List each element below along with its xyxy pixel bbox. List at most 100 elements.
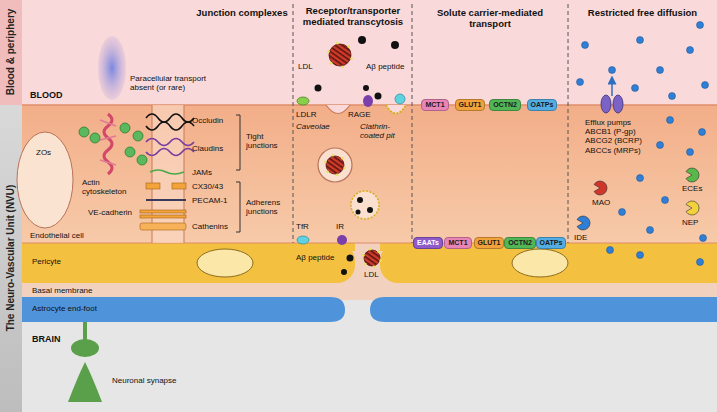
part-label: Astrocyte end-foot bbox=[32, 304, 97, 313]
pericyte-nucleus bbox=[512, 249, 568, 277]
transporter-pill: MCT1 bbox=[421, 99, 448, 111]
solute-dot bbox=[687, 47, 694, 54]
solute-dot bbox=[697, 22, 704, 29]
abeta-dot bbox=[341, 269, 347, 275]
transporter-pill: MCT1 bbox=[444, 237, 471, 249]
apoprotein bbox=[336, 42, 339, 45]
solute-dot bbox=[582, 42, 589, 49]
ve-cadherin bbox=[140, 210, 186, 218]
actin-cytoskeleton bbox=[100, 120, 116, 165]
efflux-arrow bbox=[611, 80, 613, 96]
apoprotein bbox=[348, 46, 351, 49]
solute-dot bbox=[577, 79, 584, 86]
rage bbox=[363, 95, 373, 107]
ldl-core bbox=[364, 250, 380, 266]
endothelial-nucleus bbox=[17, 132, 73, 228]
part-label: JAMs bbox=[192, 168, 212, 177]
transporter-pill: GLUT1 bbox=[455, 99, 486, 111]
tfr bbox=[297, 236, 309, 244]
transporter-name: OCTN2 bbox=[508, 239, 532, 247]
transporter-name: OCTN2 bbox=[493, 101, 517, 109]
solute-dot bbox=[632, 85, 639, 92]
part-label: Occludin bbox=[192, 116, 223, 125]
pecam-1 bbox=[146, 199, 186, 201]
part-label: PECAM-1 bbox=[192, 196, 228, 205]
part-label: Endothelial cell bbox=[30, 231, 84, 240]
ldlr bbox=[297, 97, 309, 105]
transporter-pill: OCTN2 bbox=[489, 99, 521, 111]
region-label: Blood & periphery bbox=[5, 9, 17, 96]
efflux-pump bbox=[613, 95, 623, 113]
apoprotein bbox=[324, 161, 327, 164]
efflux-pump bbox=[601, 95, 611, 113]
abeta-dot bbox=[358, 36, 366, 44]
enzyme bbox=[686, 201, 699, 215]
transporter-pill: OATPs bbox=[536, 237, 567, 249]
synapse-bulb bbox=[71, 339, 99, 357]
part-label: Clathrin-coated pit bbox=[360, 122, 408, 140]
solute-dot bbox=[700, 235, 707, 242]
column-heading: Restricted free diffusion bbox=[570, 8, 715, 19]
apoprotein bbox=[350, 57, 353, 60]
transporter-pill: EAATs bbox=[413, 237, 443, 249]
part-label: Caveolae bbox=[296, 122, 330, 131]
column-heading: Junction complexes bbox=[192, 8, 292, 19]
apoprotein bbox=[369, 248, 372, 251]
claudins bbox=[146, 149, 194, 156]
caveola bbox=[326, 105, 350, 114]
transporter-pill: GLUT1 bbox=[474, 237, 505, 249]
synapse-dendrite bbox=[68, 362, 102, 402]
abeta-dot bbox=[375, 93, 382, 100]
abeta-dot bbox=[363, 85, 369, 91]
paracellular-blob bbox=[98, 36, 126, 100]
astrocyte-endfoot bbox=[22, 297, 345, 322]
side-band bbox=[0, 0, 22, 105]
claudins bbox=[146, 139, 194, 146]
part-label: Adherens junctions bbox=[246, 198, 288, 216]
vesicle bbox=[318, 148, 352, 182]
part-label: IR bbox=[336, 222, 344, 231]
part-label: Claudins bbox=[192, 144, 223, 153]
synapse-stalk bbox=[83, 322, 87, 340]
clathrin-pit bbox=[386, 105, 406, 114]
transporter-name: OATPs bbox=[531, 101, 554, 109]
solute-dot bbox=[667, 117, 674, 124]
part-label: RAGE bbox=[348, 110, 371, 119]
zo-proteins bbox=[79, 123, 147, 165]
occludin bbox=[146, 114, 194, 122]
apoprotein bbox=[331, 154, 334, 157]
transporter-name: MCT1 bbox=[448, 239, 467, 247]
pericyte-left bbox=[8, 243, 355, 283]
solute-dot bbox=[609, 67, 616, 74]
apoprotein bbox=[343, 167, 346, 170]
solute-dot bbox=[657, 67, 664, 74]
solute-dot bbox=[637, 252, 644, 259]
transporter-name: EAATs bbox=[417, 239, 439, 247]
solute-dot bbox=[637, 37, 644, 44]
solute-dot bbox=[702, 82, 709, 89]
apoprotein bbox=[377, 251, 380, 254]
part-label: Tight junctions bbox=[246, 132, 288, 150]
part-label: Efflux pumps ABCB1 (P-gp) ABCG2 (BCRP) A… bbox=[585, 118, 651, 155]
part-label: VE-cadherin bbox=[88, 208, 132, 217]
region-label: The Neuro-Vascular Unit (NVU) bbox=[5, 185, 17, 332]
transporter-pill: OCTN2 bbox=[504, 237, 536, 249]
part-label: Basal membrane bbox=[32, 286, 92, 295]
part-label: Pericyte bbox=[32, 257, 61, 266]
transporter-name: GLUT1 bbox=[478, 239, 501, 247]
solute-dot bbox=[657, 142, 664, 149]
part-label: LDLR bbox=[296, 110, 316, 119]
apoprotein bbox=[336, 173, 339, 176]
abeta-dot bbox=[357, 197, 363, 203]
part-label: LDL bbox=[364, 270, 379, 279]
part-label: BRAIN bbox=[32, 334, 61, 344]
solute-dot bbox=[607, 247, 614, 254]
enzyme bbox=[686, 168, 699, 182]
apoprotein bbox=[373, 265, 376, 268]
ldl-particle bbox=[324, 154, 346, 176]
part-label: Paracellular transport absent (or rare) bbox=[130, 74, 230, 92]
pericyte-nucleus bbox=[197, 249, 253, 277]
astrocyte-endfoot bbox=[370, 297, 717, 322]
part-label: ECEs bbox=[682, 184, 702, 193]
bracket bbox=[236, 115, 240, 170]
